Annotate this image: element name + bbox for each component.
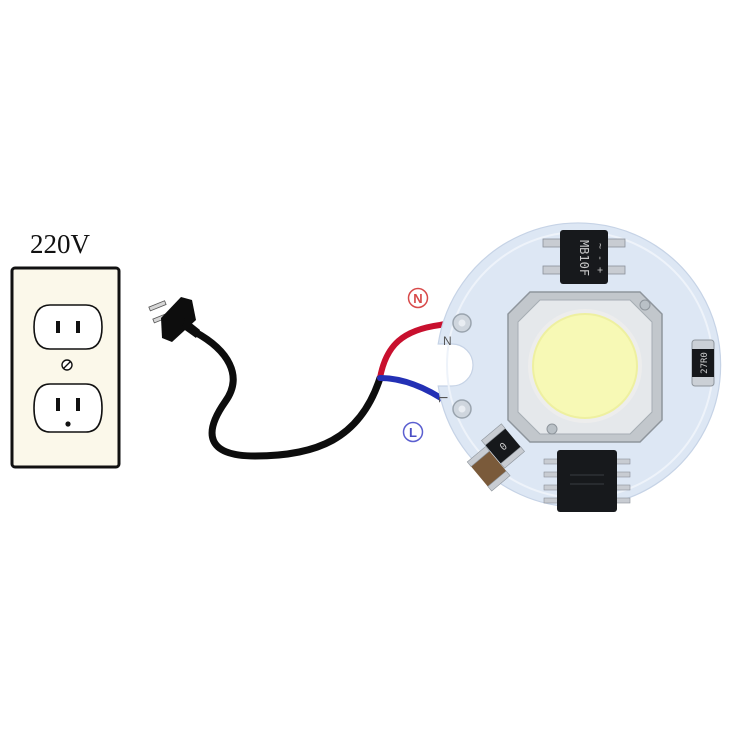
led-phosphor — [533, 314, 637, 418]
driver-ic — [543, 450, 631, 512]
smd-capacitor-secondary — [466, 446, 511, 492]
power-plug — [148, 297, 200, 342]
rectifier-polarity: ~ - + — [594, 243, 605, 273]
voltage-label: 220V — [30, 229, 90, 259]
neutral-wire — [377, 319, 458, 381]
led-module: N L MB10F ~ - + — [436, 222, 722, 512]
wall-outlet — [10, 266, 121, 469]
pad-n-label: N — [443, 334, 452, 348]
outlet-receptacle-upper — [33, 304, 103, 350]
live-marker: L — [402, 421, 424, 443]
capacitor-marking: 0 — [498, 441, 510, 453]
neutral-marker-label: N — [413, 291, 422, 306]
resistor-marking: 27R0 — [700, 352, 710, 374]
smd-resistor: 27R0 — [691, 339, 715, 387]
rectifier-marking: MB10F — [577, 240, 591, 276]
bridge-rectifier-chip: MB10F ~ - + — [542, 230, 626, 284]
pad-n: N — [443, 313, 472, 348]
neutral-marker: N — [407, 287, 429, 309]
pad-l: L — [436, 396, 472, 419]
smd-capacitor: 0 — [481, 423, 525, 469]
cob-led — [507, 291, 663, 443]
pad-l-label: L — [436, 396, 450, 403]
outlet-receptacle-lower — [33, 383, 103, 433]
outlet-screw — [61, 359, 73, 371]
power-cable — [191, 328, 384, 460]
live-marker-label: L — [409, 425, 417, 440]
